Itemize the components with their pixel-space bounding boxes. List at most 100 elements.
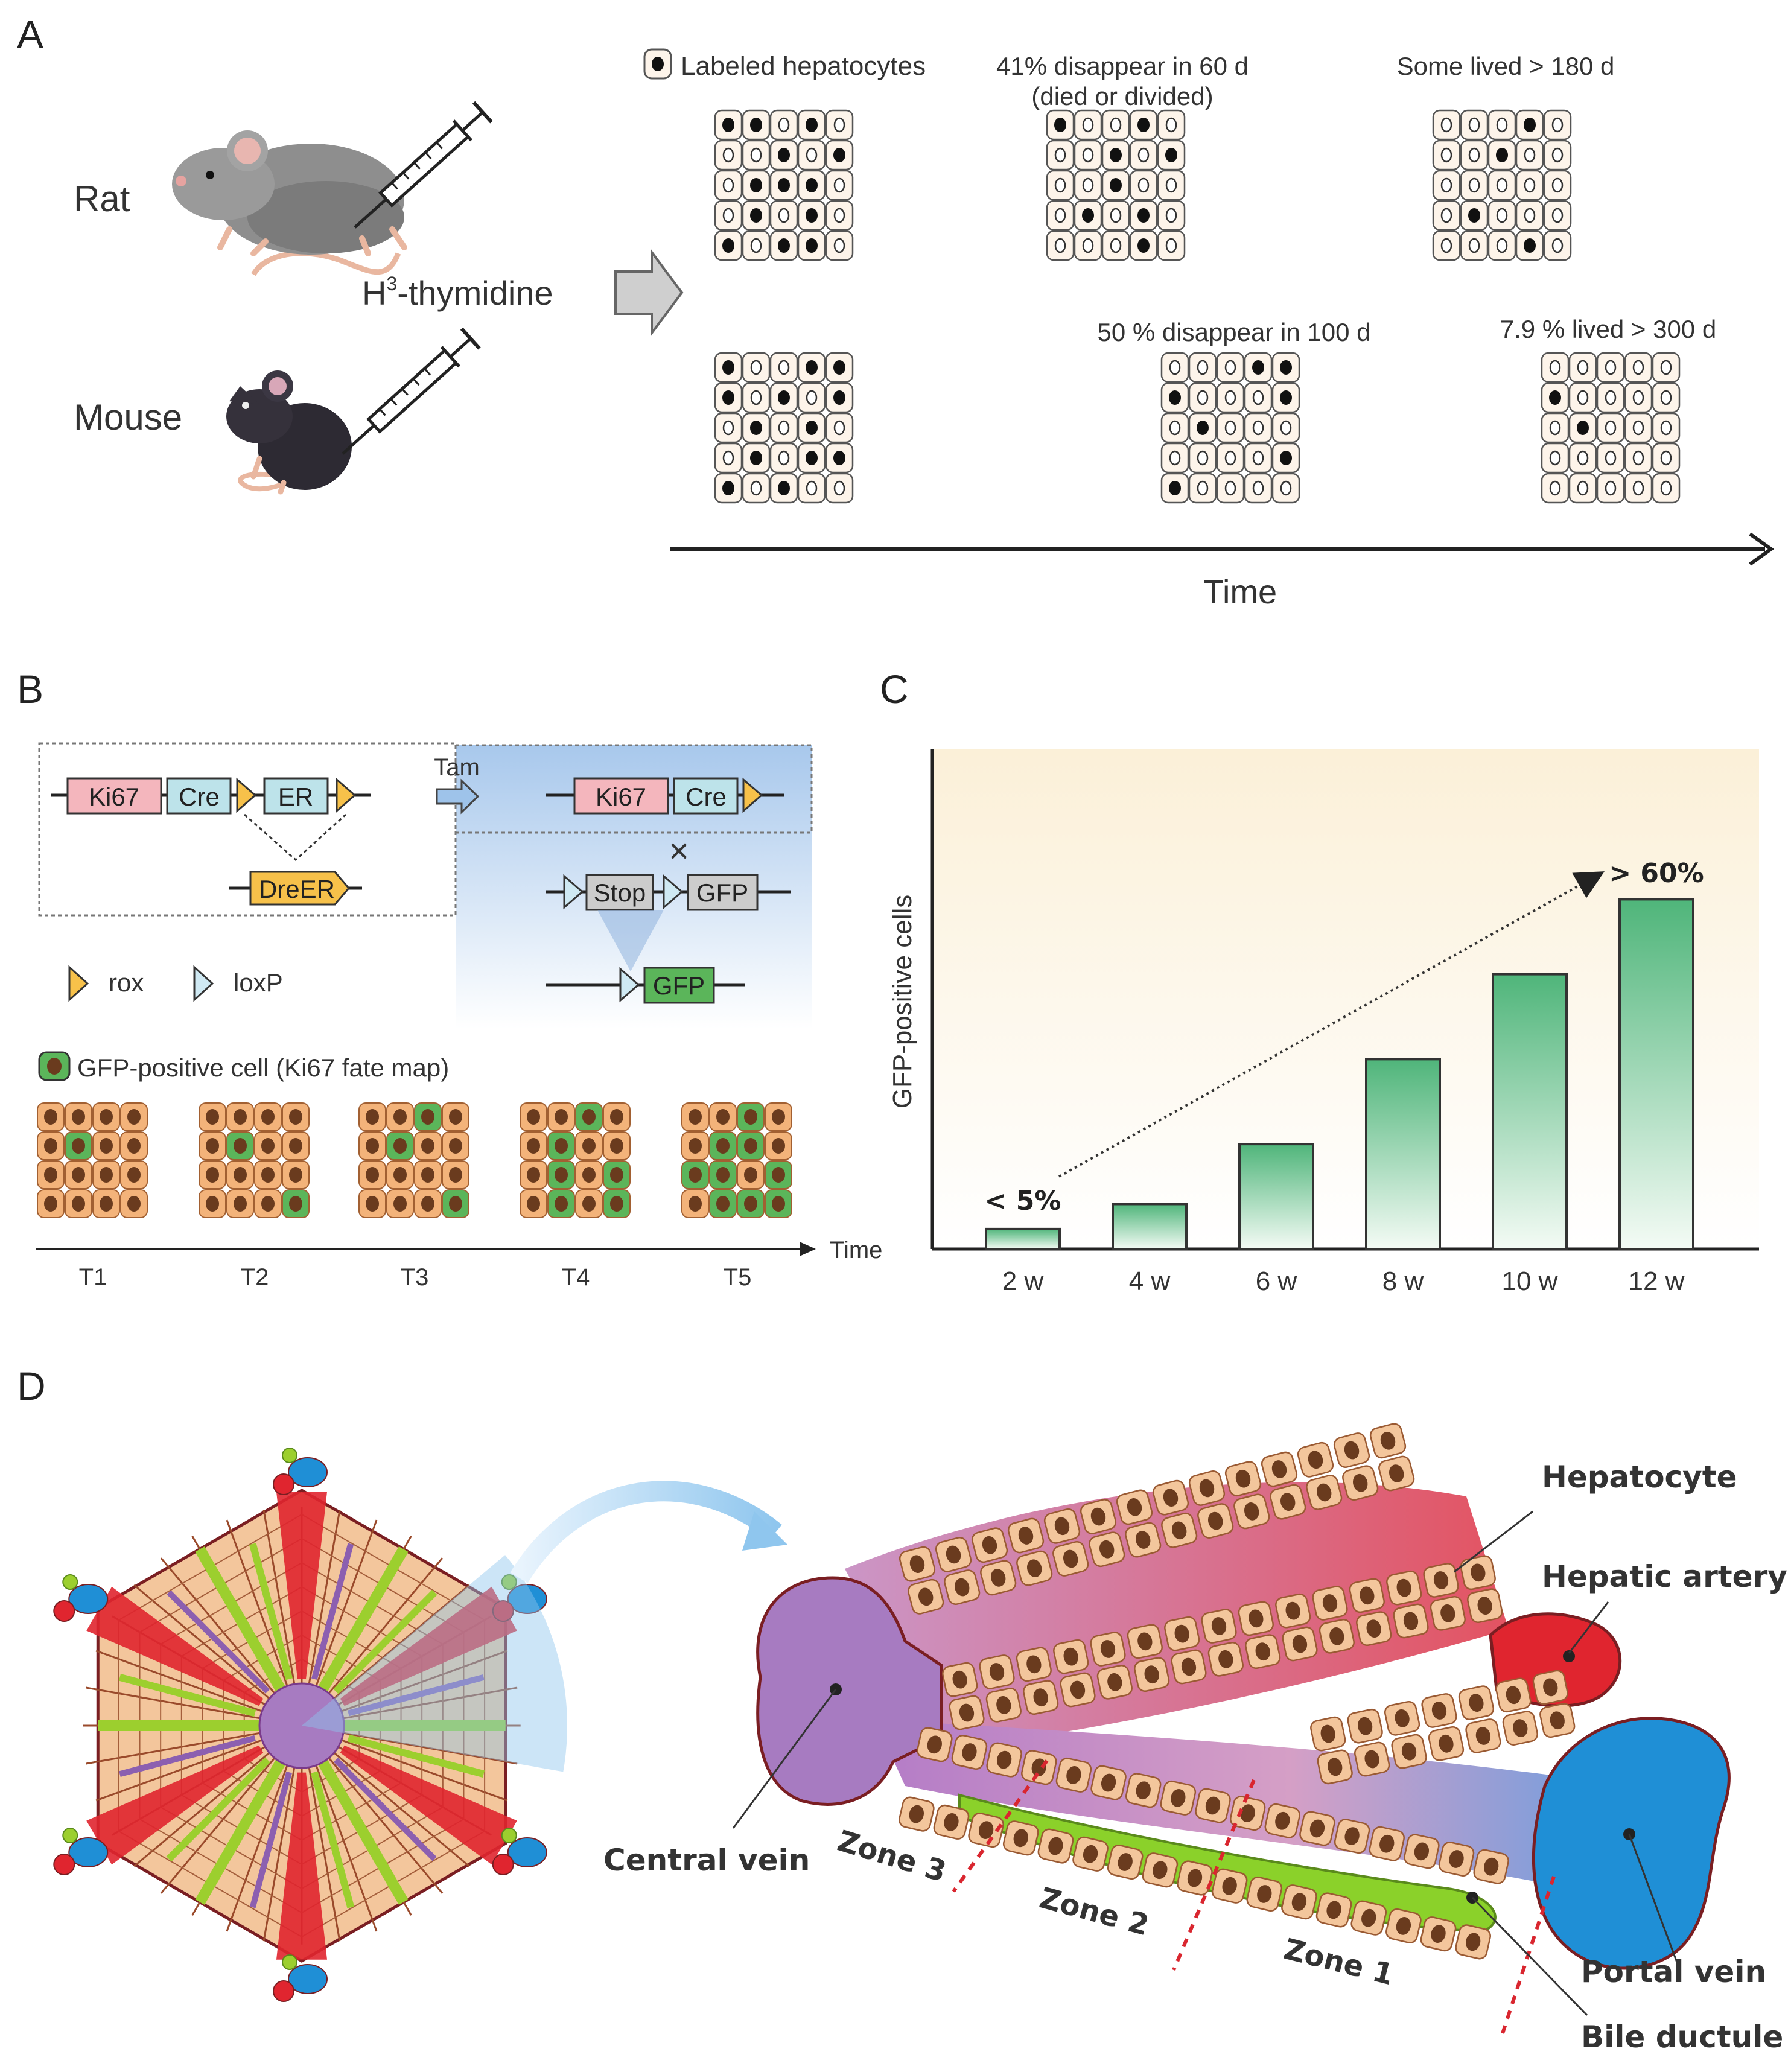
rox-legend-label: rox bbox=[109, 968, 144, 997]
unlabeled-nucleus bbox=[1551, 117, 1564, 133]
portal-vein-icon bbox=[68, 1837, 109, 1867]
unlabeled-nucleus bbox=[1110, 117, 1122, 133]
dreer-gene-label: DreER bbox=[259, 875, 335, 903]
zone-divider-3-2 bbox=[952, 1759, 1049, 1893]
fate-map-grid bbox=[681, 1102, 792, 1218]
trend-arrow bbox=[1058, 871, 1605, 1178]
timepoint-label: T1 bbox=[79, 1264, 107, 1291]
gfp-box-recombined bbox=[643, 967, 715, 1004]
er-gene-label: ER bbox=[278, 783, 313, 811]
cell-nucleus bbox=[127, 1138, 141, 1154]
unlabeled-nucleus bbox=[1082, 177, 1094, 193]
unlabeled-nucleus bbox=[1468, 177, 1480, 193]
unlabeled-nucleus bbox=[833, 117, 845, 133]
rox-site-icon bbox=[236, 777, 257, 813]
chart-bar bbox=[1238, 1143, 1314, 1250]
timepoint-label: T3 bbox=[401, 1264, 429, 1291]
cell-nucleus bbox=[234, 1138, 247, 1154]
labeled-nucleus bbox=[778, 178, 790, 192]
bile-duct-icon bbox=[62, 1828, 78, 1843]
hepatic-artery-icon bbox=[492, 1854, 514, 1875]
unlabeled-nucleus bbox=[1605, 480, 1617, 496]
panel-d: Hepatocyte Hepatic artery Central vein P… bbox=[53, 1423, 1787, 2055]
dreer-gene-box bbox=[249, 871, 350, 906]
label-bile-ductule: Bile ductule bbox=[1581, 2020, 1783, 2055]
cell-nucleus bbox=[72, 1109, 85, 1125]
bile-duct-icon bbox=[501, 1828, 517, 1843]
cell-nucleus bbox=[234, 1109, 247, 1125]
unlabeled-nucleus bbox=[1496, 117, 1508, 133]
unlabeled-nucleus bbox=[1197, 390, 1209, 405]
rat-illustration bbox=[172, 130, 407, 276]
cell-nucleus bbox=[610, 1167, 623, 1183]
label-central-vein: Central vein bbox=[603, 1843, 810, 1878]
label-zone-2: Zone 2 bbox=[1036, 1881, 1153, 1942]
unlabeled-nucleus bbox=[750, 360, 762, 375]
labeled-nucleus bbox=[1496, 148, 1508, 162]
labeled-nucleus bbox=[778, 148, 790, 162]
unlabeled-nucleus bbox=[1110, 208, 1122, 223]
syringe-icon bbox=[354, 101, 493, 229]
unlabeled-nucleus bbox=[1577, 450, 1589, 466]
panel-letter-b: B bbox=[17, 667, 43, 711]
x-tick-label: 8 w bbox=[1382, 1266, 1424, 1296]
x-tick-label: 6 w bbox=[1256, 1266, 1297, 1296]
x-tick-label: 4 w bbox=[1129, 1266, 1171, 1296]
unlabeled-nucleus bbox=[833, 420, 845, 436]
panel-letter-a: A bbox=[17, 12, 43, 57]
labeled-nucleus bbox=[1549, 390, 1561, 405]
panel-a: Rat Mouse bbox=[74, 48, 1775, 611]
er-gene-box bbox=[263, 777, 329, 815]
labeled-cell-legend-icon bbox=[643, 48, 672, 80]
labeled-nucleus bbox=[1577, 421, 1589, 435]
zone-divider-2-1 bbox=[1172, 1779, 1256, 1971]
bile-duct-icon bbox=[62, 1574, 78, 1590]
mouse-note-1: 50 % disappear in 100 d bbox=[1098, 318, 1371, 346]
loxp-site-icon bbox=[619, 967, 640, 1003]
unlabeled-nucleus bbox=[1468, 238, 1480, 253]
cell-nucleus bbox=[72, 1138, 85, 1154]
unlabeled-nucleus bbox=[1169, 420, 1181, 436]
cell-nucleus bbox=[689, 1138, 702, 1154]
unlabeled-nucleus bbox=[1082, 147, 1094, 163]
unlabeled-nucleus bbox=[722, 450, 734, 466]
rox-site-icon bbox=[742, 777, 763, 813]
cell-nucleus bbox=[100, 1167, 113, 1183]
cell-nucleus bbox=[582, 1109, 596, 1125]
unlabeled-nucleus bbox=[1169, 450, 1181, 466]
panel-letter-d: D bbox=[17, 1364, 46, 1408]
unlabeled-nucleus bbox=[1577, 480, 1589, 496]
labeled-nucleus bbox=[806, 118, 818, 132]
x-tick-label: 10 w bbox=[1502, 1266, 1558, 1296]
cell-nucleus bbox=[100, 1109, 113, 1125]
labeled-nucleus bbox=[1137, 238, 1150, 253]
labeled-nucleus bbox=[1280, 451, 1292, 465]
unlabeled-nucleus bbox=[750, 480, 762, 496]
unlabeled-nucleus bbox=[778, 420, 790, 436]
bile-duct-icon bbox=[282, 1954, 297, 1970]
panel-b: Ki67 Cre ER DreER Tam Ki67 Cre × Stop GF… bbox=[36, 742, 882, 1291]
cell-nucleus bbox=[421, 1196, 434, 1212]
central-vein-shape bbox=[756, 1576, 943, 1806]
unlabeled-nucleus bbox=[1605, 420, 1617, 436]
labeled-nucleus bbox=[1252, 360, 1264, 375]
time-arrowhead-icon bbox=[1749, 532, 1775, 566]
unlabeled-nucleus bbox=[1496, 177, 1508, 193]
labeled-nucleus bbox=[1280, 360, 1292, 375]
unlabeled-nucleus bbox=[1632, 480, 1644, 496]
unlabeled-nucleus bbox=[1524, 147, 1536, 163]
unlabeled-nucleus bbox=[1632, 390, 1644, 405]
unlabeled-nucleus bbox=[1224, 480, 1236, 496]
unlabeled-nucleus bbox=[1110, 238, 1122, 253]
cell-nucleus bbox=[555, 1196, 568, 1212]
cell-nucleus bbox=[393, 1138, 407, 1154]
cell-nucleus bbox=[689, 1196, 702, 1212]
labeled-nucleus bbox=[1468, 208, 1480, 223]
cell-nucleus bbox=[261, 1138, 275, 1154]
unlabeled-nucleus bbox=[1440, 238, 1452, 253]
gfp-cell-legend-icon bbox=[38, 1051, 71, 1081]
cell-nucleus bbox=[393, 1167, 407, 1183]
cell-nucleus bbox=[261, 1109, 275, 1125]
